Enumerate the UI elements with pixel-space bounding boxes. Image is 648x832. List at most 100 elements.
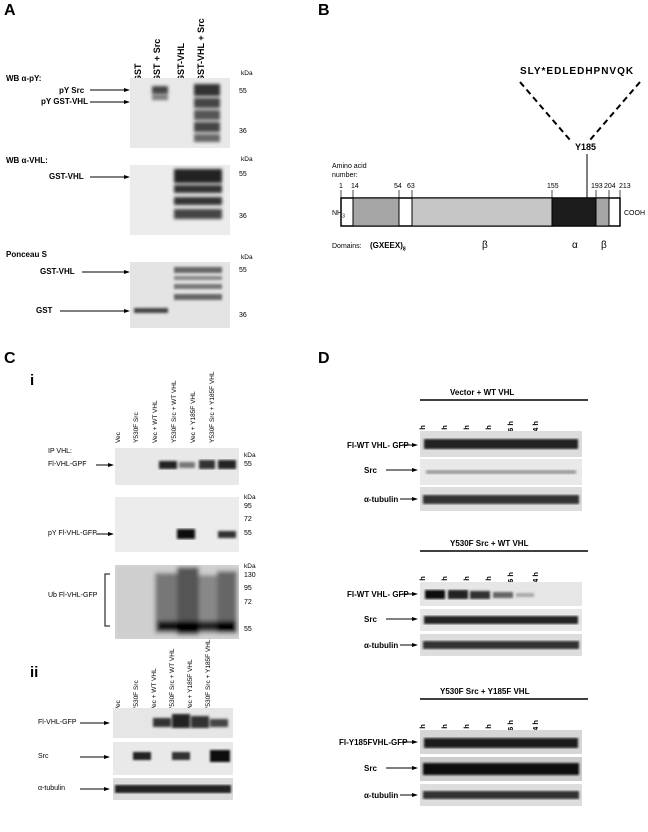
lane-label: Vec	[115, 432, 122, 443]
domain-beta: β	[601, 240, 607, 251]
kda-label: kDa	[244, 452, 256, 459]
western-blot-image	[420, 487, 582, 511]
blot-title: WB α-pY:	[6, 74, 42, 83]
lane-label: Y530F Src + Y185F VHL	[209, 371, 216, 443]
blot-band-label: α-tubulin	[364, 791, 399, 800]
western-blot-image	[130, 78, 230, 148]
site-label: Y185	[575, 142, 597, 152]
group-title: Y530F Src + WT VHL	[450, 539, 529, 548]
lane-label: GST + Src	[152, 38, 162, 82]
western-blot-image	[420, 582, 582, 606]
group-underline	[420, 698, 588, 700]
group-title: Y530F Src + Y185F VHL	[440, 687, 530, 696]
blot-band-label: pY Src	[59, 86, 85, 95]
western-blot-image	[113, 778, 233, 800]
kda-label: kDa	[241, 254, 253, 261]
lane-label: GST-VHL	[176, 42, 186, 82]
blot-band-label: GST-VHL	[40, 267, 75, 276]
panel-ci-numeral: i	[30, 372, 35, 389]
blot-band-label: Src	[38, 753, 49, 760]
arrow-icon	[90, 88, 130, 104]
aa-position: 213	[619, 183, 631, 190]
ubiquitin-blot-image	[115, 565, 239, 639]
mw-marker: 55	[239, 267, 247, 274]
arrow-icon	[80, 721, 110, 725]
western-blot-image	[113, 708, 233, 738]
bracket-icon	[104, 573, 110, 627]
blot-band-label: Fl-Y185FVHL-GFP	[339, 738, 408, 747]
lane-label: Y530F Src + WT VHL	[171, 380, 178, 443]
blot-band-label: Fl-VHL-GPF	[48, 461, 87, 468]
lane-label: Vec + WT VHL	[152, 400, 159, 443]
domains-label: Domains:	[332, 243, 362, 250]
blot-band-label: Fl-VHL-GFP	[38, 719, 77, 726]
blot-band-label: α-tubulin	[364, 641, 399, 650]
mw-marker: 55	[239, 171, 247, 178]
arrow-icon	[82, 270, 130, 274]
domain-gxeex: (GXEEX)8	[370, 241, 406, 253]
lane-label: Y530F Src + WT VHL	[169, 648, 176, 711]
western-blot-image	[420, 634, 582, 656]
arrow-icon	[90, 175, 130, 179]
domain-beta: β	[482, 240, 488, 251]
western-blot-image	[115, 497, 239, 552]
blot-band-label: Fl-WT VHL- GFP	[347, 590, 409, 599]
aa-position: 63	[407, 183, 415, 190]
lane-label: Vec + WT VHL	[151, 668, 158, 711]
mw-marker: 36	[239, 213, 247, 220]
mw-marker: 55	[239, 88, 247, 95]
arrow-icon	[402, 443, 418, 447]
site-tick	[586, 154, 588, 198]
aa-number-label: number:	[332, 172, 358, 179]
kda-label: kDa	[244, 494, 256, 501]
arrow-icon	[80, 787, 110, 791]
arrow-icon	[400, 643, 418, 647]
arrow-icon	[96, 532, 114, 536]
blot-band-label: Src	[364, 615, 377, 624]
blot-band-label: Ub Fl-VHL-GFP	[48, 592, 98, 599]
arrow-icon	[60, 309, 130, 313]
mw-marker: 72	[244, 516, 252, 523]
mw-marker: 95	[244, 503, 252, 510]
mw-marker: 36	[239, 128, 247, 135]
arrow-icon	[400, 793, 418, 797]
aa-position: 1	[339, 183, 343, 190]
aa-position: 14	[351, 183, 359, 190]
western-blot-image	[130, 165, 230, 235]
callout-lines	[519, 81, 641, 141]
mw-marker: 55	[244, 626, 252, 633]
panel-d-letter: D	[318, 350, 330, 367]
group-underline	[420, 550, 588, 552]
lane-label: Vec + Y185F VHL	[187, 659, 194, 711]
aa-position: 54	[394, 183, 402, 190]
western-blot-image	[420, 784, 582, 806]
blot-band-label: α-tubulin	[38, 785, 66, 792]
group-underline	[420, 399, 588, 401]
aa-position: 155	[547, 183, 559, 190]
group-title: Vector + WT VHL	[450, 388, 515, 397]
blot-title: Ponceau S	[6, 250, 47, 259]
western-blot-image	[420, 431, 582, 457]
panel-b-letter: B	[318, 2, 330, 19]
blot-band-label: α-tubulin	[364, 495, 399, 504]
blot-band-label: GST	[36, 306, 53, 315]
kda-label: kDa	[241, 70, 253, 77]
lane-label: Y530F Src	[133, 680, 140, 711]
lane-label: Y530F Src	[133, 412, 140, 443]
western-blot-image	[420, 730, 582, 754]
mw-marker: 55	[244, 461, 252, 468]
blot-band-label: pY Fl-VHL-GFP	[48, 530, 97, 537]
western-blot-image	[420, 609, 582, 631]
arrow-icon	[386, 617, 418, 621]
blot-band-label: pY GST-VHL	[41, 97, 88, 106]
blot-title: WB α-VHL:	[6, 156, 48, 165]
western-blot-image	[115, 448, 239, 485]
arrow-icon	[402, 592, 418, 596]
western-blot-image	[420, 757, 582, 781]
kda-label: kDa	[241, 156, 253, 163]
panel-c-letter: C	[4, 350, 16, 367]
kda-label: kDa	[244, 563, 256, 570]
blot-band-label: Fl-WT VHL- GFP	[347, 441, 409, 450]
mw-marker: 95	[244, 585, 252, 592]
arrow-icon	[96, 463, 114, 467]
